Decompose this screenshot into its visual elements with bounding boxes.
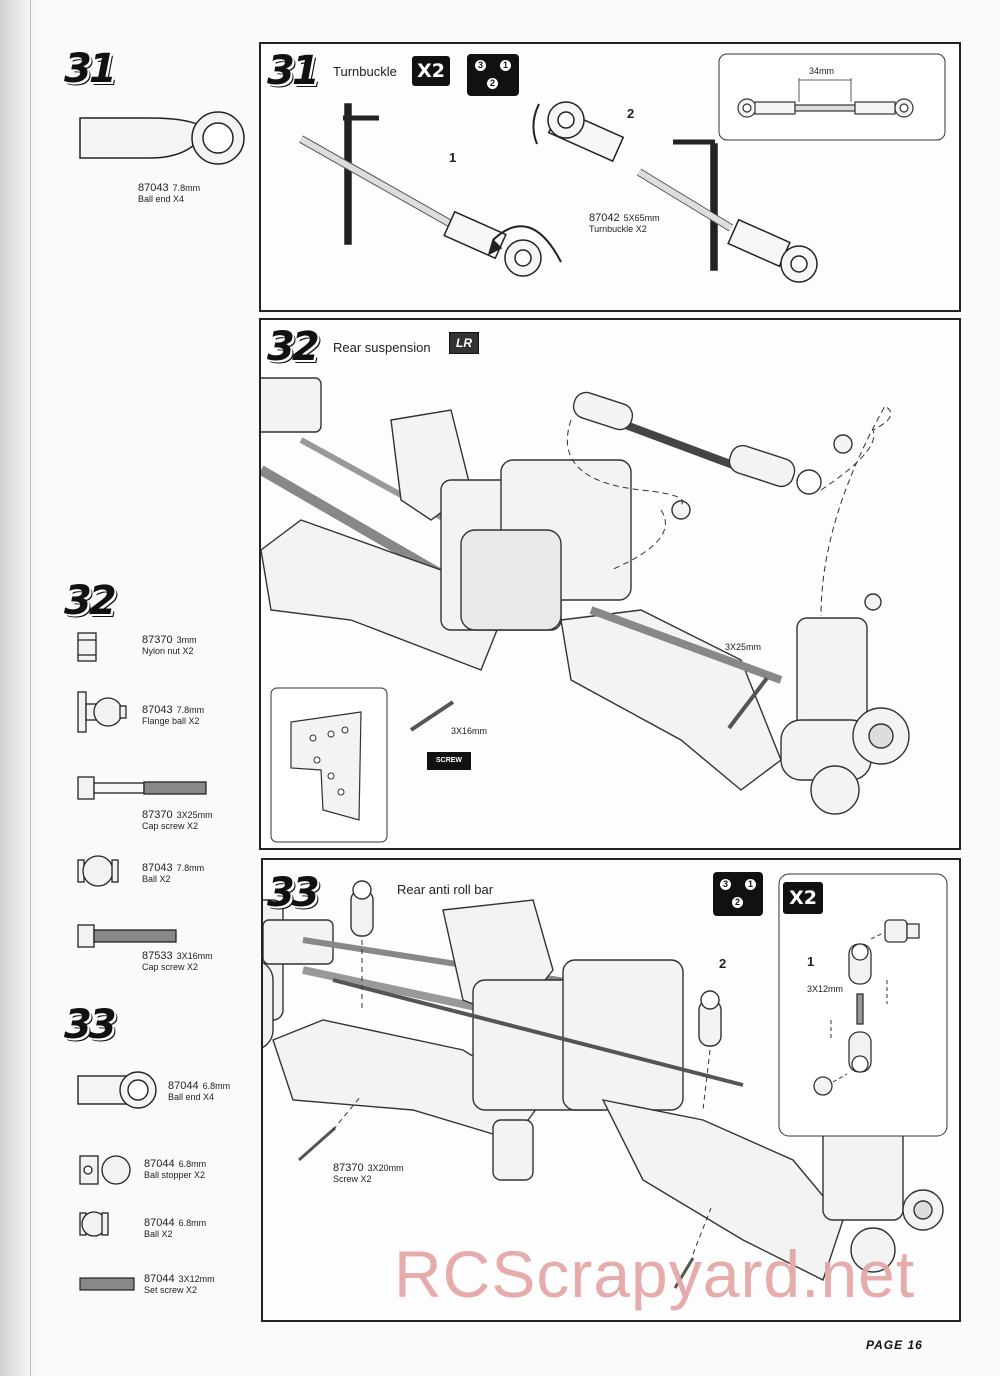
dimension-label: 34mm xyxy=(809,66,835,76)
sequence-icon: 3 1 2 xyxy=(467,54,519,96)
watermark: RCScrapyard.net xyxy=(394,1237,916,1311)
cap-screw-16-icon xyxy=(77,924,177,948)
ball-icon xyxy=(77,855,119,887)
quantity-badge-33: X2 xyxy=(783,882,823,914)
sequence-icon-33: 3 1 2 xyxy=(713,872,763,916)
substep-1-label: 1 xyxy=(449,150,457,165)
flange-ball-icon xyxy=(77,691,127,733)
screw-length-label-2: 3X16mm xyxy=(451,726,488,736)
step-number-33: 33 xyxy=(267,870,320,916)
ball-end-icon xyxy=(79,111,245,165)
rear-anti-roll-bar-drawing xyxy=(263,873,948,1289)
panel-rear-suspension: 32 Rear suspension LR 3X25mm 3X16mm SCRE… xyxy=(259,318,961,850)
quantity-badge: X2 xyxy=(412,56,450,86)
step-number-31: 31 xyxy=(267,48,320,94)
lr-icon: LR xyxy=(449,332,479,354)
side-step-33: 33 xyxy=(64,1002,117,1048)
step-number-32: 32 xyxy=(267,324,320,370)
ball-stopper-icon xyxy=(79,1155,131,1185)
substep-2-label: 2 xyxy=(627,106,635,121)
step-title-rear-suspension: Rear suspension xyxy=(333,340,431,355)
side-step-31: 31 xyxy=(64,46,117,92)
panel-rear-anti-roll-bar: 33 Rear anti roll bar 3 1 2 X2 2 1 3X12m… xyxy=(261,858,961,1322)
ball-small-icon xyxy=(79,1211,109,1237)
nylon-nut-icon xyxy=(77,632,97,662)
substep-2-label-33: 2 xyxy=(719,956,727,971)
screw-length-label: 3X25mm xyxy=(725,642,762,652)
side-step-32: 32 xyxy=(64,578,117,624)
step-title-turnbuckle: Turnbuckle xyxy=(333,64,397,79)
binding-shadow xyxy=(0,0,46,1376)
cap-screw-25-icon xyxy=(77,776,207,800)
binding-line xyxy=(30,0,31,1376)
set-screw-icon xyxy=(79,1277,135,1291)
ball-end-small-icon xyxy=(77,1071,157,1109)
substep-1-label-33: 1 xyxy=(807,954,815,969)
rear-suspension-drawing xyxy=(261,377,910,843)
inset-screw-label: 3X12mm xyxy=(807,984,844,994)
turnbuckle-drawing xyxy=(299,53,946,283)
page-number: PAGE 16 xyxy=(866,1338,923,1352)
screw-tag: SCREW xyxy=(427,752,471,770)
step-title-rear-anti-roll-bar: Rear anti roll bar xyxy=(397,882,494,897)
